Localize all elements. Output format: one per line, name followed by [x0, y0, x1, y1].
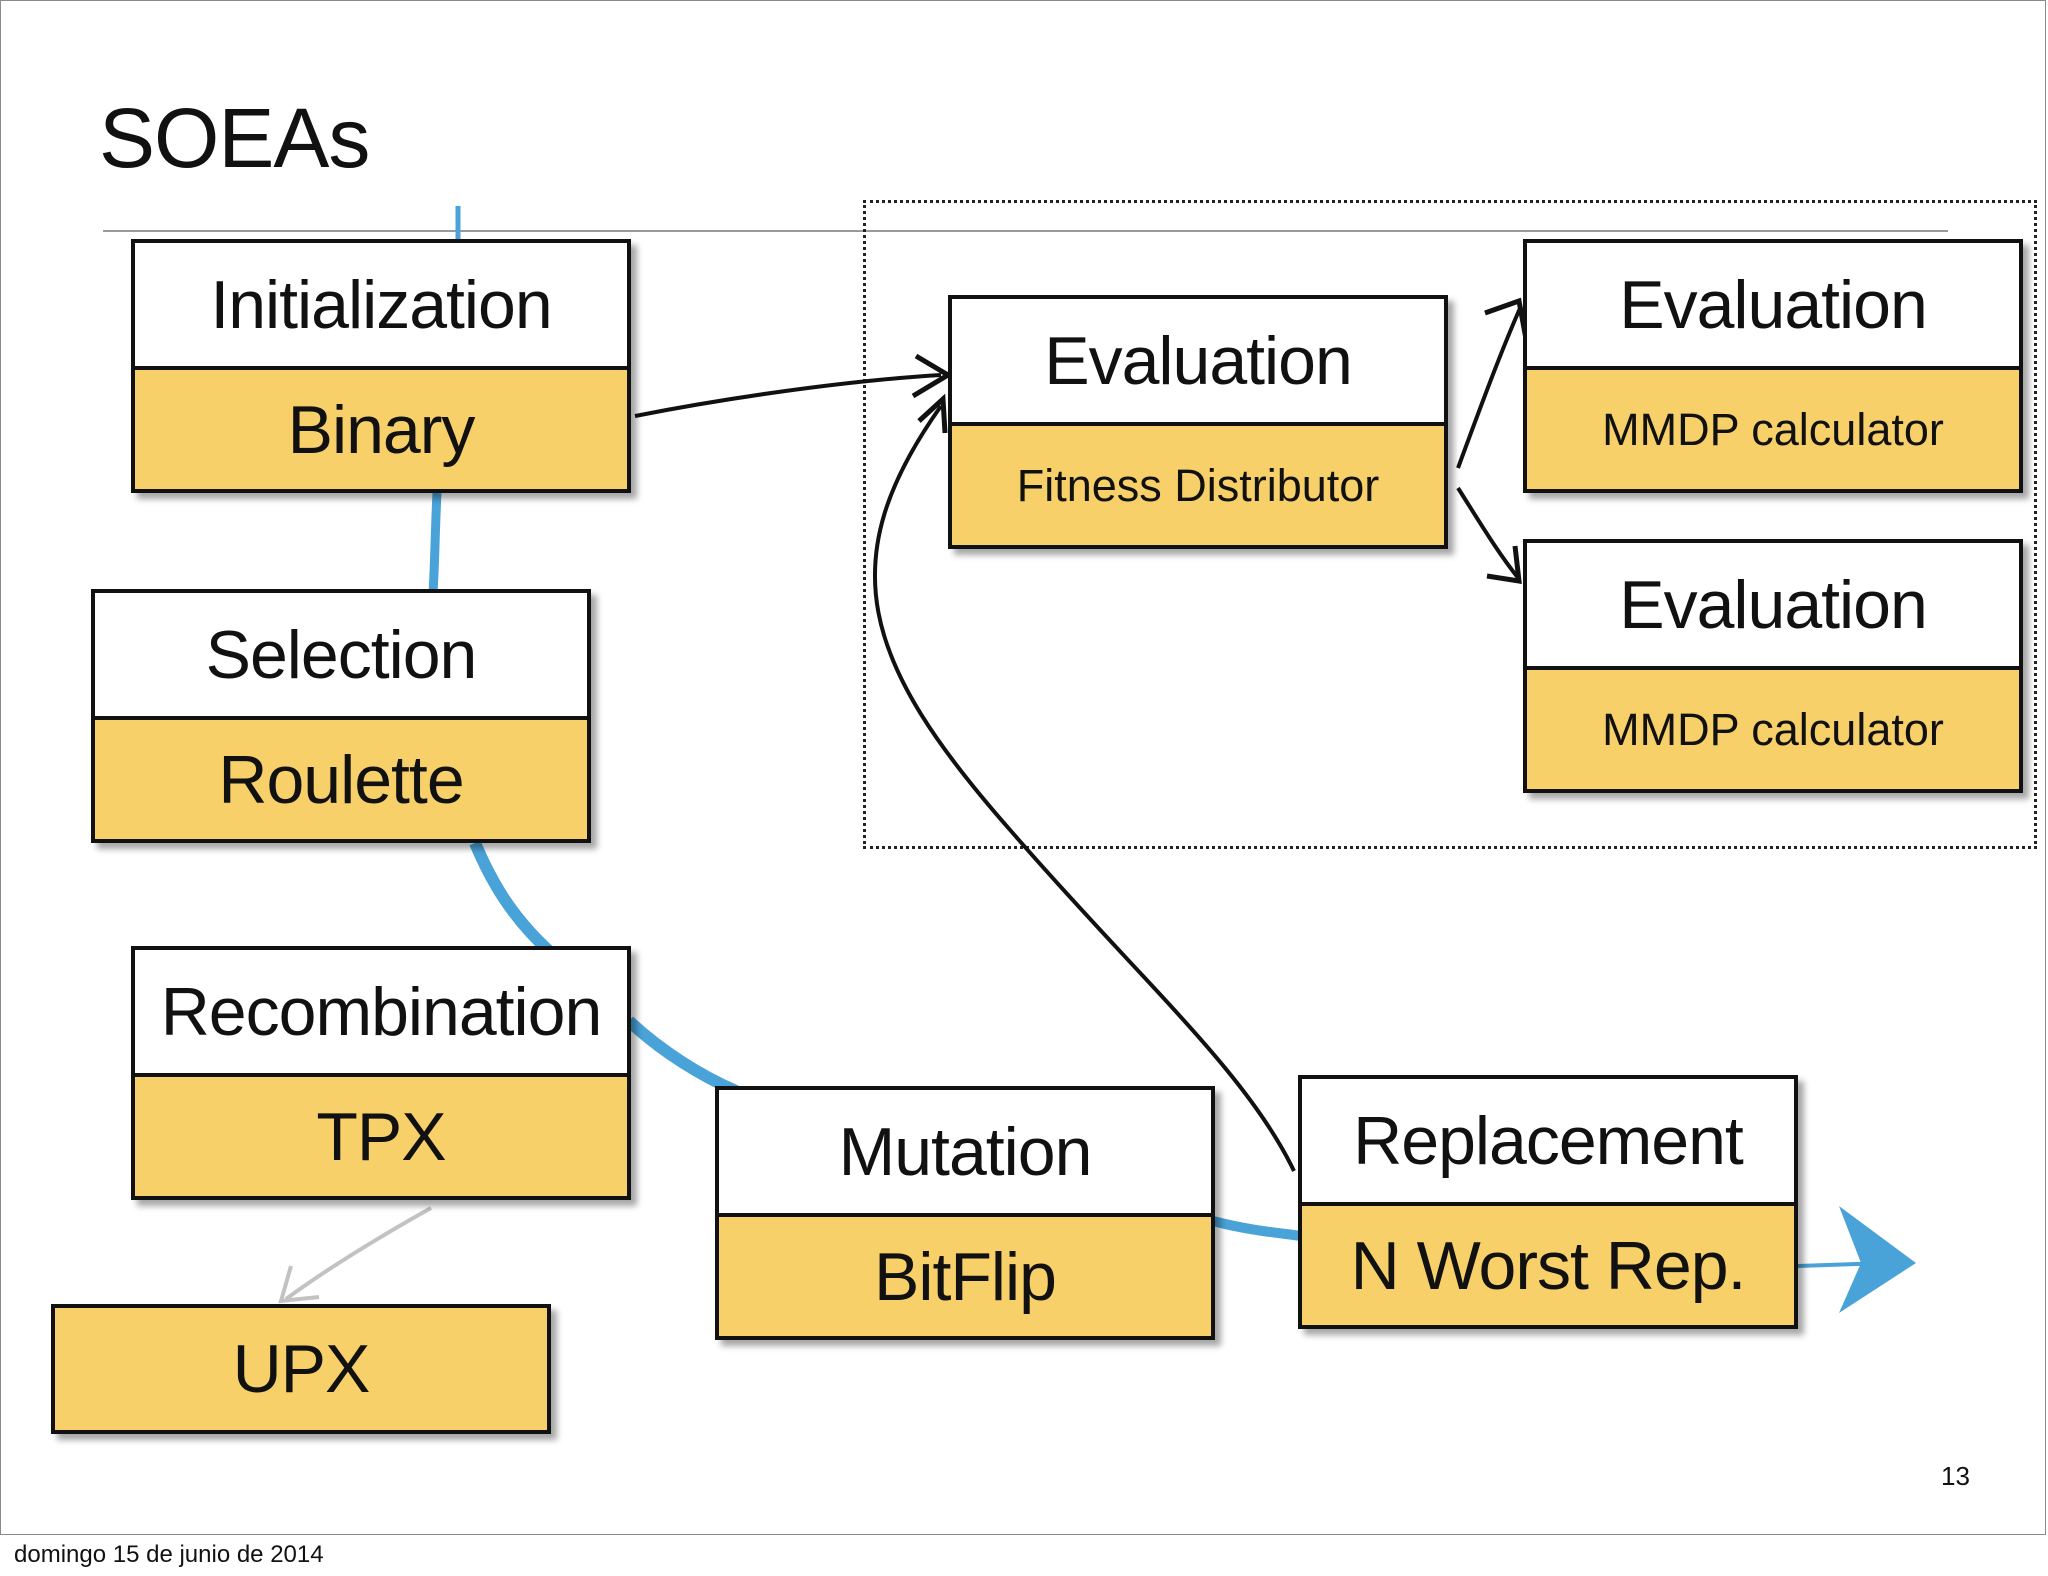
alt-arrow-tpx-upx-head: [278, 1265, 320, 1304]
slide-title: SOEAs: [99, 91, 370, 185]
alt-arrow-tpx-upx: [284, 1206, 432, 1301]
eval-arrow-replacement-fitness-head: [917, 393, 948, 434]
eval-arrow-fitness-worker-1: [1456, 305, 1523, 469]
flow-arrow-mutation-replacement: [1211, 1216, 1302, 1241]
slide: SOEAs: [0, 0, 2046, 1535]
replacement-operator: N Worst Rep.: [1350, 1227, 1747, 1304]
recombination-operator: TPX: [316, 1098, 446, 1175]
selection-label: Selection: [95, 593, 587, 720]
recombination-box: Recombination TPX: [131, 946, 631, 1200]
connector-layer: [278, 206, 1916, 1313]
flow-arrow-selection-recombination: [469, 840, 554, 956]
flow-arrow-init-selection: [428, 492, 442, 594]
recombination-alt-box: UPX: [51, 1304, 551, 1434]
title-divider: [103, 230, 1948, 232]
evaluation-worker-1-box: Evaluation MMDP calculator: [1523, 239, 2023, 493]
initialization-box: Initialization Binary: [131, 239, 631, 493]
mutation-label: Mutation: [719, 1090, 1211, 1217]
eval-arrow-fitness-worker-2-head: [1486, 545, 1522, 584]
evaluation-worker-2-operator: MMDP calculator: [1602, 703, 1944, 755]
evaluation-worker-1-operator: MMDP calculator: [1602, 403, 1944, 455]
evaluation-worker-2-label: Evaluation: [1527, 543, 2019, 670]
eval-arrow-replacement-fitness: [872, 404, 1296, 1172]
evaluation-worker-1-label: Evaluation: [1527, 243, 2019, 370]
page-number: 13: [1941, 1461, 1970, 1491]
recombination-label: Recombination: [135, 950, 627, 1077]
footer-date: domingo 15 de junio de 2014: [14, 1541, 324, 1568]
evaluation-worker-2-box: Evaluation MMDP calculator: [1523, 539, 2023, 793]
flow-arrow-recombination-mutation: [624, 1016, 739, 1097]
recombination-alt-operator: UPX: [232, 1331, 371, 1407]
initialization-label: Initialization: [135, 243, 627, 370]
selection-operator: Roulette: [218, 741, 464, 818]
replacement-box: Replacement N Worst Rep.: [1298, 1075, 1798, 1329]
evaluation-main-operator: Fitness Distributor: [1016, 459, 1380, 511]
initialization-operator: Binary: [287, 391, 476, 468]
evaluation-group-border: [863, 200, 2037, 849]
replacement-label: Replacement: [1302, 1079, 1794, 1206]
evaluation-main-box: Evaluation Fitness Distributor: [948, 295, 1448, 549]
mutation-operator: BitFlip: [874, 1238, 1057, 1315]
selection-box: Selection Roulette: [91, 589, 591, 843]
evaluation-main-label: Evaluation: [952, 299, 1444, 426]
eval-arrow-fitness-worker-2: [1456, 486, 1521, 581]
eval-arrow-fitness-worker-1-head: [1484, 297, 1529, 340]
eval-arrow-binary-fitness: [634, 373, 942, 418]
flow-arrow-output-head: [1839, 1206, 1916, 1313]
mutation-box: Mutation BitFlip: [715, 1086, 1215, 1340]
